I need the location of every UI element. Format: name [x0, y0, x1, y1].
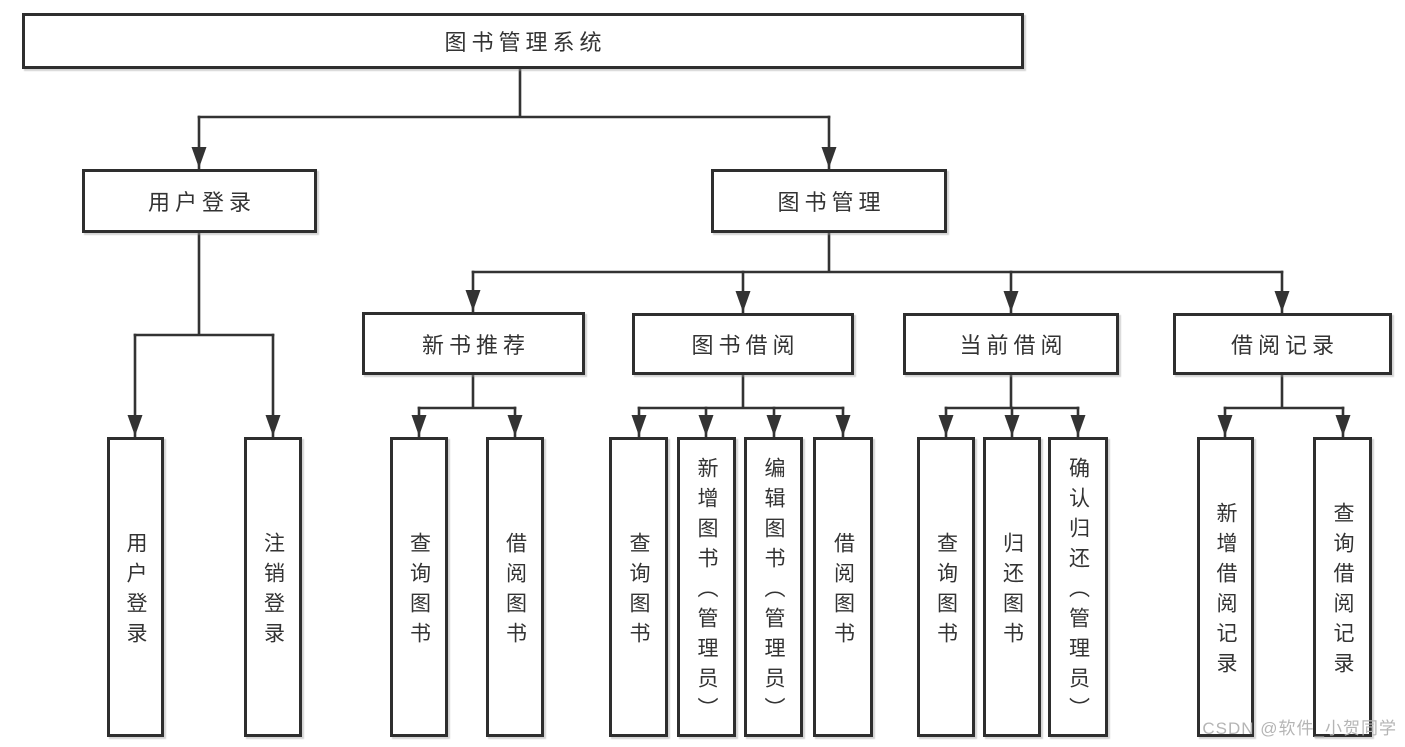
node-leaf-cb-return-books: 归还图书	[983, 437, 1041, 737]
node-root: 图书管理系统	[22, 13, 1024, 69]
node-book-management: 图书管理	[711, 169, 947, 233]
csdn-watermark: CSDN @软件_小贺同学	[1202, 719, 1397, 738]
node-leaf-cb-query-books: 查询图书	[917, 437, 975, 737]
node-new-book-recommend: 新书推荐	[362, 312, 585, 375]
node-leaf-nbr-query-books: 查询图书	[390, 437, 448, 737]
node-current-borrow: 当前借阅	[903, 313, 1119, 375]
node-leaf-br-query-record: 查询借阅记录	[1313, 437, 1372, 737]
node-leaf-bb-borrow-books: 借阅图书	[813, 437, 873, 737]
node-borrow-records: 借阅记录	[1173, 313, 1392, 375]
node-user-login: 用户登录	[82, 169, 317, 233]
node-leaf-logout: 注销登录	[244, 437, 302, 737]
node-leaf-user-login: 用户登录	[107, 437, 164, 737]
node-book-borrow: 图书借阅	[632, 313, 854, 375]
node-leaf-bb-query-books: 查询图书	[609, 437, 668, 737]
node-leaf-nbr-borrow-books: 借阅图书	[486, 437, 544, 737]
node-leaf-br-add-record: 新增借阅记录	[1197, 437, 1254, 737]
node-leaf-cb-confirm-return: 确认归还（管理员）	[1048, 437, 1108, 737]
node-leaf-bb-add-books: 新增图书（管理员）	[677, 437, 736, 737]
node-leaf-bb-edit-books: 编辑图书（管理员）	[744, 437, 803, 737]
